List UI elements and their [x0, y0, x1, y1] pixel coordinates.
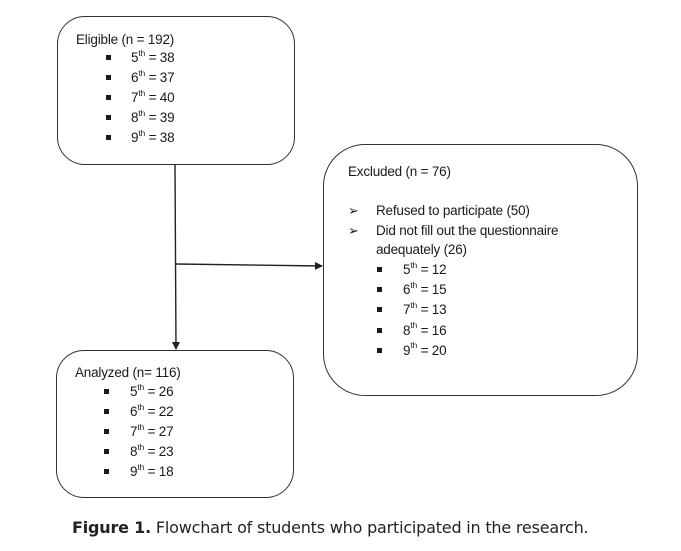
grade-count: = 27 — [144, 424, 174, 439]
arrow-bullet-icon: ➢ — [348, 203, 359, 218]
grade-ordinal-suffix: th — [410, 259, 418, 270]
excluded-reason-incomplete-line2: adequately (26) — [376, 242, 467, 257]
grade-count: = 22 — [144, 404, 174, 419]
grade-ordinal-suffix: th — [410, 340, 418, 351]
square-bullet-icon — [377, 287, 382, 293]
excluded-grade-item: 5th = 12 — [403, 259, 447, 278]
grade-count: = 15 — [417, 282, 447, 298]
grade-number: 6 — [130, 404, 138, 419]
grade-number: 8 — [131, 110, 139, 125]
grade-ordinal-suffix: th — [410, 320, 418, 331]
square-bullet-icon — [106, 135, 111, 140]
analyzed-grade-item: 7th = 27 — [130, 421, 174, 440]
grade-number: 9 — [403, 342, 411, 358]
grade-count: = 37 — [145, 70, 175, 85]
grade-ordinal-suffix: th — [138, 127, 146, 138]
grade-count: = 16 — [417, 322, 447, 338]
excluded-grade-item: 9th = 20 — [403, 340, 447, 359]
grade-ordinal-suffix: th — [137, 421, 145, 432]
grade-ordinal-suffix: th — [137, 381, 145, 392]
square-bullet-icon — [377, 347, 382, 353]
analyzed-grade-item: 8th = 23 — [130, 441, 174, 460]
excluded-reason-refused: Refused to participate (50) — [376, 203, 530, 218]
grade-ordinal-suffix: th — [137, 441, 145, 452]
grade-number: 8 — [403, 322, 411, 338]
grade-count: = 38 — [145, 130, 175, 145]
square-bullet-icon — [106, 95, 111, 100]
arrow-bullet-icon: ➢ — [348, 223, 359, 238]
square-bullet-icon — [106, 75, 111, 80]
grade-number: 8 — [130, 444, 138, 459]
grade-ordinal-suffix: th — [137, 461, 145, 472]
excluded-box — [323, 144, 638, 396]
analyzed-box — [56, 350, 294, 498]
grade-number: 5 — [130, 384, 138, 399]
grade-ordinal-suffix: th — [410, 299, 418, 310]
grade-count: = 38 — [145, 50, 175, 65]
grade-ordinal-suffix: th — [137, 401, 145, 412]
arrow-eligible-to-analyzed — [171, 164, 180, 350]
grade-ordinal-suffix: th — [138, 87, 146, 98]
excluded-grade-item: 6th = 15 — [403, 279, 447, 298]
caption-label: Figure 1. — [72, 518, 151, 537]
square-bullet-icon — [104, 389, 109, 394]
grade-ordinal-suffix: th — [410, 279, 418, 290]
square-bullet-icon — [104, 449, 109, 454]
grade-number: 6 — [131, 70, 139, 85]
eligible-grade-item: 6th = 37 — [131, 67, 175, 86]
square-bullet-icon — [377, 327, 382, 333]
analyzed-grade-item: 5th = 26 — [130, 381, 174, 400]
eligible-box — [57, 16, 295, 165]
eligible-grade-item: 5th = 38 — [131, 47, 175, 66]
square-bullet-icon — [104, 469, 109, 474]
square-bullet-icon — [377, 267, 382, 272]
eligible-grade-item: 9th = 38 — [131, 127, 175, 146]
grade-number: 7 — [130, 424, 138, 439]
grade-number: 7 — [131, 90, 139, 105]
analyzed-grade-item: 9th = 18 — [130, 461, 174, 480]
eligible-title: Eligible (n = 192) — [76, 32, 175, 47]
grade-count: = 12 — [417, 262, 447, 277]
grade-number: 9 — [130, 464, 138, 479]
square-bullet-icon — [377, 307, 382, 313]
grade-count: = 20 — [417, 342, 447, 358]
figure-caption: Figure 1. Flowchart of students who part… — [72, 518, 589, 538]
grade-count: = 18 — [144, 464, 174, 479]
analyzed-title: Analyzed (n= 116) — [75, 365, 181, 380]
analyzed-grade-item: 6th = 22 — [130, 401, 174, 420]
grade-count: = 26 — [144, 384, 174, 399]
excluded-reason-incomplete-line1: Did not fill out the questionnaire — [376, 223, 559, 238]
grade-number: 9 — [131, 130, 139, 145]
excluded-grade-item: 7th = 13 — [403, 299, 447, 318]
eligible-grade-item: 7th = 40 — [131, 87, 175, 106]
caption-text: Flowchart of students who participated i… — [150, 518, 589, 537]
grade-count: = 40 — [145, 90, 175, 105]
grade-count: = 13 — [417, 302, 447, 318]
square-bullet-icon — [106, 115, 111, 120]
grade-number: 5 — [131, 50, 139, 65]
excluded-grade-item: 8th = 16 — [403, 320, 447, 339]
square-bullet-icon — [104, 429, 109, 434]
excluded-title: Excluded (n = 76) — [348, 164, 451, 179]
grade-number: 7 — [403, 302, 411, 318]
grade-number: 6 — [403, 282, 411, 298]
arrow-to-excluded — [175, 261, 323, 270]
grade-count: = 23 — [144, 444, 174, 459]
grade-ordinal-suffix: th — [138, 67, 146, 78]
grade-ordinal-suffix: th — [138, 47, 146, 58]
eligible-grade-item: 8th = 39 — [131, 107, 175, 126]
square-bullet-icon — [104, 409, 109, 414]
grade-ordinal-suffix: th — [138, 107, 146, 118]
grade-count: = 39 — [145, 110, 175, 125]
square-bullet-icon — [106, 55, 111, 60]
grade-number: 5 — [403, 262, 411, 277]
